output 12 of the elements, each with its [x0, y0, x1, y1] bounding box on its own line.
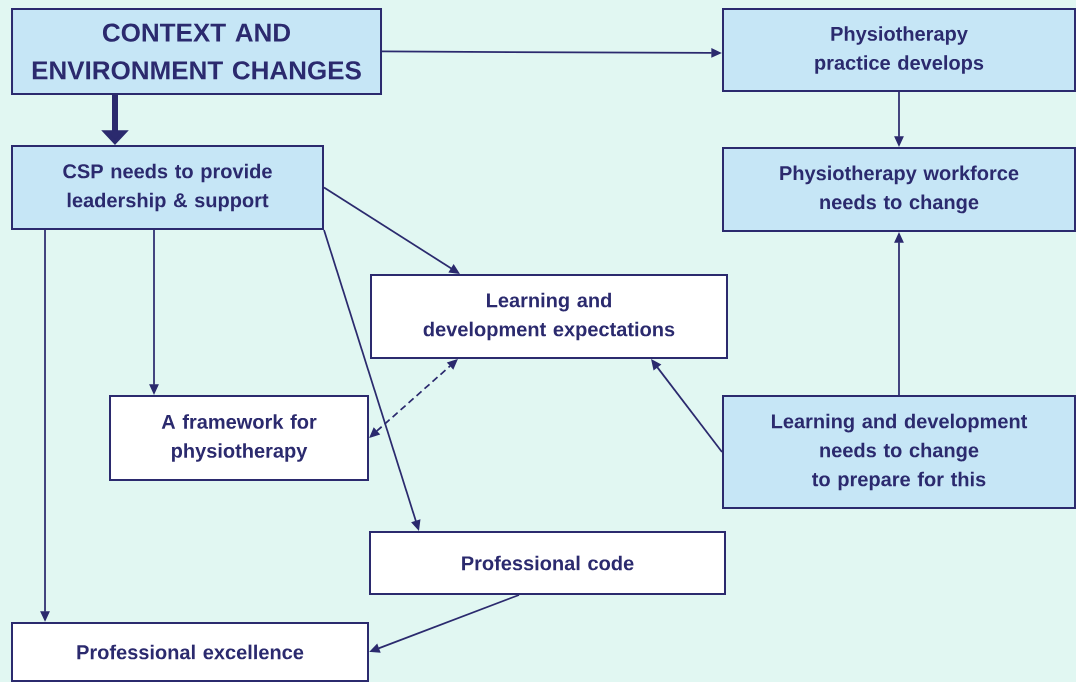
process-box: CSP needs to provide leadership & support — [11, 145, 324, 230]
outcome-box: A framework for physiotherapy — [109, 395, 369, 481]
arrow — [369, 359, 458, 438]
arrow — [651, 359, 723, 453]
process-box: Physiotherapy practice develops — [722, 8, 1076, 92]
outcome-box: Professional excellence — [11, 622, 369, 682]
process-box: Physiotherapy workforce needs to change — [722, 147, 1076, 232]
outcome-box: Professional code — [369, 531, 726, 595]
process-box: CONTEXT AND ENVIRONMENT CHANGES — [11, 8, 382, 95]
process-box: Learning and development needs to change to prepare for this — [722, 395, 1076, 509]
outcome-box: Learning and development expectations — [370, 274, 728, 359]
arrow — [323, 186, 460, 274]
